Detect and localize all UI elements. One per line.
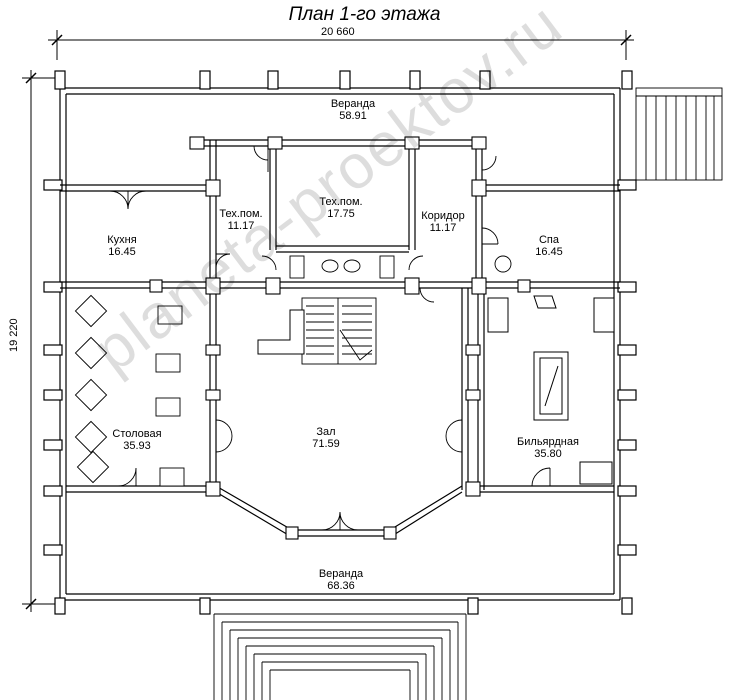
room-name: Тех.пом. — [219, 208, 263, 220]
room-kitchen: Кухня 16.45 — [92, 234, 152, 258]
room-area: 17.75 — [327, 208, 355, 220]
room-veranda-bottom: Веранда 68.36 — [306, 568, 376, 592]
room-spa: Спа 16.45 — [519, 234, 579, 258]
room-name: Спа — [538, 234, 560, 246]
room-name: Веранда — [318, 568, 364, 580]
sanitary-fixtures — [289, 255, 512, 279]
height-dimension-line — [22, 70, 55, 612]
room-tech-small: Тех.пом. 11.17 — [208, 208, 274, 232]
room-area: 16.45 — [108, 246, 136, 258]
height-dimension: 19 220 — [8, 318, 20, 352]
room-hall: Зал 71.59 — [296, 426, 356, 450]
room-corridor: Коридор 11.17 — [412, 210, 474, 234]
room-area: 58.91 — [339, 110, 367, 122]
room-area: 11.17 — [227, 220, 255, 232]
room-area: 35.93 — [123, 440, 151, 452]
room-area: 11.17 — [429, 222, 457, 234]
room-area: 16.45 — [535, 246, 563, 258]
room-dining: Столовая 35.93 — [102, 428, 172, 452]
room-name: Зал — [316, 426, 336, 438]
billiard-table — [487, 295, 615, 485]
room-area: 71.59 — [312, 438, 340, 450]
outer-veranda — [59, 87, 621, 601]
width-dimension-line — [48, 30, 634, 60]
room-name: Веранда — [330, 98, 376, 110]
plan-title: План 1-го этажа — [288, 4, 441, 25]
room-name: Тех.пом. — [319, 196, 363, 208]
main-staircase — [301, 297, 377, 365]
doors — [109, 145, 551, 531]
room-area: 68.36 — [327, 580, 355, 592]
width-dimension: 20 660 — [321, 26, 355, 38]
room-name: Столовая — [112, 428, 162, 440]
room-name: Коридор — [421, 210, 465, 222]
room-name: Кухня — [107, 234, 137, 246]
room-veranda-top: Веранда 58.91 — [318, 98, 388, 122]
room-name: Бильярдная — [517, 436, 579, 448]
room-billiards: Бильярдная 35.80 — [508, 436, 588, 460]
outside-stairs-right — [635, 87, 723, 181]
dining-tables — [74, 294, 185, 487]
bar-counter — [257, 309, 305, 355]
room-area: 35.80 — [534, 448, 562, 460]
front-steps — [213, 613, 467, 700]
wall-joints — [149, 136, 531, 540]
room-tech-large: Тех.пом. 17.75 — [306, 196, 376, 220]
